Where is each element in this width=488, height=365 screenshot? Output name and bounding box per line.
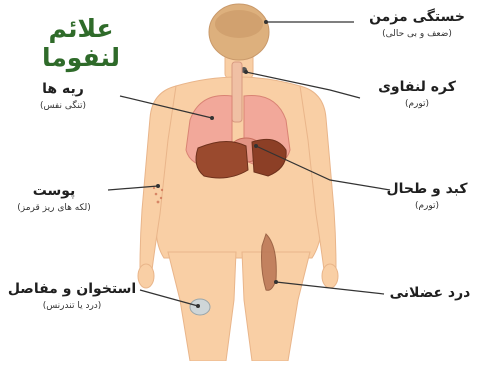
- liver: [196, 141, 248, 178]
- label-main: کبد و طحال: [372, 180, 482, 198]
- label-main: خستگی مزمن: [358, 8, 476, 26]
- left-hand: [138, 264, 154, 288]
- label-sub: (ضعف و بی حالی): [358, 28, 476, 41]
- label-bones-joints: استخوان و مفاصل (درد یا تندرنس): [4, 280, 140, 313]
- label-chronic-fatigue: خستگی مزمن (ضعف و بی حالی): [358, 8, 476, 41]
- trachea: [232, 62, 242, 122]
- label-liver-spleen: کبد و طحال (تورم): [372, 180, 482, 213]
- knee-joint: [190, 299, 210, 315]
- label-sub: (تورم): [362, 98, 472, 111]
- label-main: کره لنفاوی: [362, 78, 472, 96]
- diagram-title: علائم لنفوما: [6, 14, 156, 72]
- label-main: پوست: [0, 182, 108, 200]
- label-sub: (درد یا تندرنس): [4, 300, 140, 313]
- label-muscle-pain: درد عضلانی: [378, 284, 482, 302]
- label-main: درد عضلانی: [378, 284, 482, 302]
- label-sub: (لکه های ریز قرمز): [0, 202, 108, 215]
- label-lungs: ریه ها (تنگی نفس): [8, 80, 118, 113]
- label-sub: (تنگی نفس): [8, 100, 118, 113]
- right-hand: [322, 264, 338, 288]
- label-sub: (تورم): [372, 200, 482, 213]
- brain: [215, 10, 263, 38]
- label-lymph-node: کره لنفاوی (تورم): [362, 78, 472, 111]
- label-main: استخوان و مفاصل: [4, 280, 140, 298]
- label-main: ریه ها: [8, 80, 118, 98]
- label-skin: پوست (لکه های ریز قرمز): [0, 182, 108, 215]
